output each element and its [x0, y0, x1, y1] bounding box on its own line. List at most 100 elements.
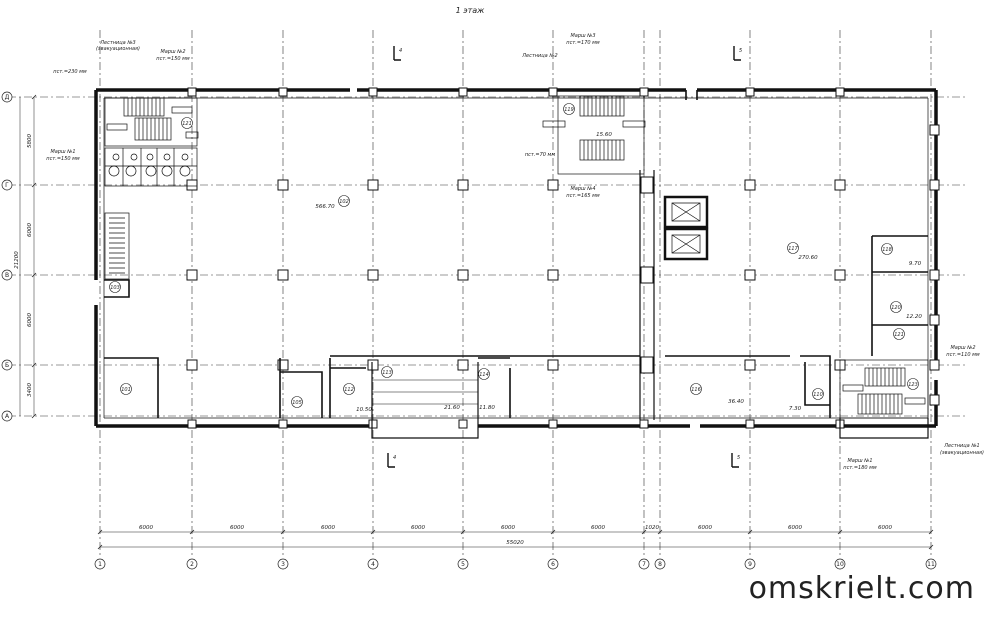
room-116-walls	[665, 355, 831, 418]
room-number: 112	[344, 387, 354, 393]
room-number: 121	[182, 121, 192, 127]
pilaster	[458, 419, 468, 429]
section-mark	[387, 453, 395, 468]
east-vestibule	[639, 90, 698, 420]
inner-wall-lines	[103, 97, 929, 419]
axis-marker-row	[1, 359, 13, 371]
annotation-label: Марш №1	[50, 149, 75, 155]
room-112-walls	[329, 358, 366, 418]
dim-tick	[928, 544, 934, 550]
toilet-fixture	[181, 153, 189, 161]
dim-tick	[657, 529, 663, 535]
left-dimension: 6000	[27, 313, 33, 327]
vestibule-steps	[372, 379, 478, 405]
level-mark	[842, 384, 864, 392]
room-tag-circle	[338, 195, 350, 207]
bottom-dimension: 6000	[230, 525, 244, 531]
dim-tick	[747, 529, 753, 535]
staircase-1-entry	[839, 418, 929, 439]
annotation-label: (эвакуационная)	[940, 450, 984, 456]
axis-marker-col	[638, 558, 650, 570]
elevator-cab-1	[671, 202, 701, 222]
pilaster	[929, 179, 940, 191]
annotation-label: Марш №4	[570, 186, 595, 192]
dim-tick	[31, 182, 37, 188]
dim-tick	[31, 94, 37, 100]
axis-label-col: 6	[551, 561, 555, 568]
axis-label-col: 1	[98, 561, 102, 568]
toilet-fixture	[112, 153, 120, 161]
section-mark	[733, 46, 741, 61]
axis-marker-col	[457, 558, 469, 570]
axis-grid	[8, 30, 965, 555]
wall-pilasters	[187, 87, 940, 429]
axis-label-col: 2	[190, 561, 194, 568]
room-tag	[125, 165, 137, 177]
room-number: 110	[813, 392, 823, 398]
column	[744, 269, 756, 281]
dim-tick	[370, 529, 376, 535]
staircase-3	[104, 97, 199, 147]
room-tag-circle	[812, 388, 824, 400]
axis-marker-col	[547, 558, 559, 570]
axis-marker-col	[94, 558, 106, 570]
pilaster	[745, 87, 755, 97]
annotation-label: пст.=170 мм	[566, 40, 600, 46]
pilaster	[929, 394, 940, 406]
room-number: 119	[564, 107, 574, 113]
room-number: 123	[908, 382, 918, 388]
column	[186, 179, 198, 191]
room-tag-circle	[291, 396, 303, 408]
central-wall	[639, 170, 655, 420]
room-area: 9.70	[909, 261, 922, 267]
bottom-dimension: 6000	[411, 525, 425, 531]
axis-marker-col	[277, 558, 289, 570]
annotation-label: пст.=165 мм	[566, 193, 600, 199]
room-tag	[161, 165, 173, 177]
east-vestibule-walls	[685, 90, 698, 100]
room-area: 15.60	[596, 132, 612, 138]
column	[457, 359, 469, 371]
column	[640, 176, 654, 194]
plan-title: 1 этаж	[456, 6, 486, 15]
axis-marker-col	[834, 558, 846, 570]
room-number: 116	[691, 387, 701, 393]
level-mark	[542, 120, 566, 128]
south-rooms	[104, 355, 831, 439]
staircase-1-treads	[861, 368, 902, 414]
bottom-dimension: 1020	[645, 525, 659, 531]
room-number: 113	[382, 370, 392, 376]
annotation-label: пст.=150 мм	[46, 156, 80, 162]
west-partition	[104, 279, 130, 298]
bottom-dimension: 6000	[501, 525, 515, 531]
room-number: 103	[110, 285, 120, 291]
elevator-shaft-1	[663, 195, 709, 229]
section-label: 5	[737, 455, 740, 461]
interior-columns	[186, 176, 846, 374]
annotation-label: Марш №2	[160, 49, 185, 55]
axis-label-col: 3	[281, 561, 285, 568]
annotation-label: Марш №3	[570, 33, 595, 39]
axis-label-col: 10	[836, 561, 844, 568]
room-area: 270.60	[798, 255, 818, 261]
bottom-dimension: 6000	[591, 525, 605, 531]
axis-marker-col	[925, 558, 937, 570]
toilet-fixture	[130, 153, 138, 161]
room-tag	[179, 165, 191, 177]
annotation-label: Лестница №2	[521, 53, 557, 59]
left-dimension: 21200	[14, 251, 20, 269]
east-rooms-outline	[871, 235, 928, 356]
left-dimension: 3400	[27, 383, 33, 397]
room-tag-circle	[881, 243, 893, 255]
room-number: 101	[121, 387, 131, 393]
east-rooms	[871, 235, 928, 356]
annotation-label: пст.=230 мм	[53, 69, 87, 75]
dim-tick	[641, 529, 647, 535]
room-tag-circle	[787, 242, 799, 254]
room-tag-circle	[478, 368, 490, 380]
axis-label-col: 8	[658, 561, 662, 568]
room-tag-circle	[690, 383, 702, 395]
